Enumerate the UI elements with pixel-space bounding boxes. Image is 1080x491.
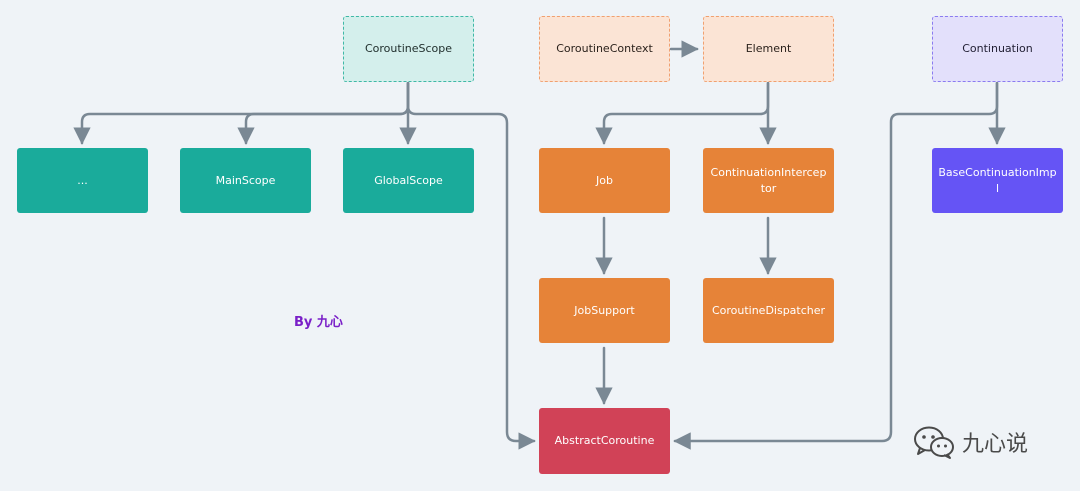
edge-scope-mainscope — [237, 81, 410, 145]
node-continuation: Continuation — [932, 16, 1063, 82]
node-job-label: Job — [596, 173, 613, 187]
node-element-label: Element — [745, 42, 792, 55]
node-coroutine-dispatcher: CoroutineDispatcher — [703, 278, 834, 343]
node-coroutine-scope: CoroutineScope — [343, 16, 474, 82]
node-main-scope-label: MainScope — [215, 173, 276, 187]
node-job-support-label: JobSupport — [574, 303, 635, 317]
node-main-scope: MainScope — [180, 148, 311, 213]
edge-element-job — [595, 81, 770, 145]
watermark: 九心说 — [912, 424, 1028, 460]
node-element: Element — [703, 16, 834, 82]
node-ellipsis-label: ... — [77, 173, 88, 187]
node-job-support: JobSupport — [539, 278, 670, 343]
node-continuation-interceptor-label: ContinuationInterceptor — [710, 165, 827, 195]
edge-continuation-abstract — [673, 81, 999, 450]
node-coroutine-dispatcher-label: CoroutineDispatcher — [711, 303, 826, 317]
node-coroutine-context: CoroutineContext — [539, 16, 670, 82]
node-ellipsis: ... — [17, 148, 148, 213]
node-continuation-label: Continuation — [962, 42, 1033, 55]
edge-scope-ellipsis — [73, 81, 410, 145]
watermark-text: 九心说 — [962, 432, 1029, 457]
node-coroutine-scope-label: CoroutineScope — [364, 42, 452, 55]
node-base-continuation-impl: BaseContinuationImpl — [932, 148, 1063, 213]
edge-scope-abstract — [406, 81, 536, 450]
node-abstract-coroutine-label: AbstractCoroutine — [554, 434, 655, 447]
node-global-scope-label: GlobalScope — [374, 173, 443, 187]
node-global-scope: GlobalScope — [343, 148, 474, 213]
author-label: By 九心 — [294, 315, 343, 330]
node-abstract-coroutine: AbstractCoroutine — [539, 408, 670, 474]
wechat-icon — [912, 424, 956, 460]
node-continuation-interceptor: ContinuationInterceptor — [703, 148, 834, 213]
node-coroutine-context-label: CoroutineContext — [556, 42, 653, 55]
node-job: Job — [539, 148, 670, 213]
node-base-continuation-impl-label: BaseContinuationImpl — [938, 165, 1057, 195]
